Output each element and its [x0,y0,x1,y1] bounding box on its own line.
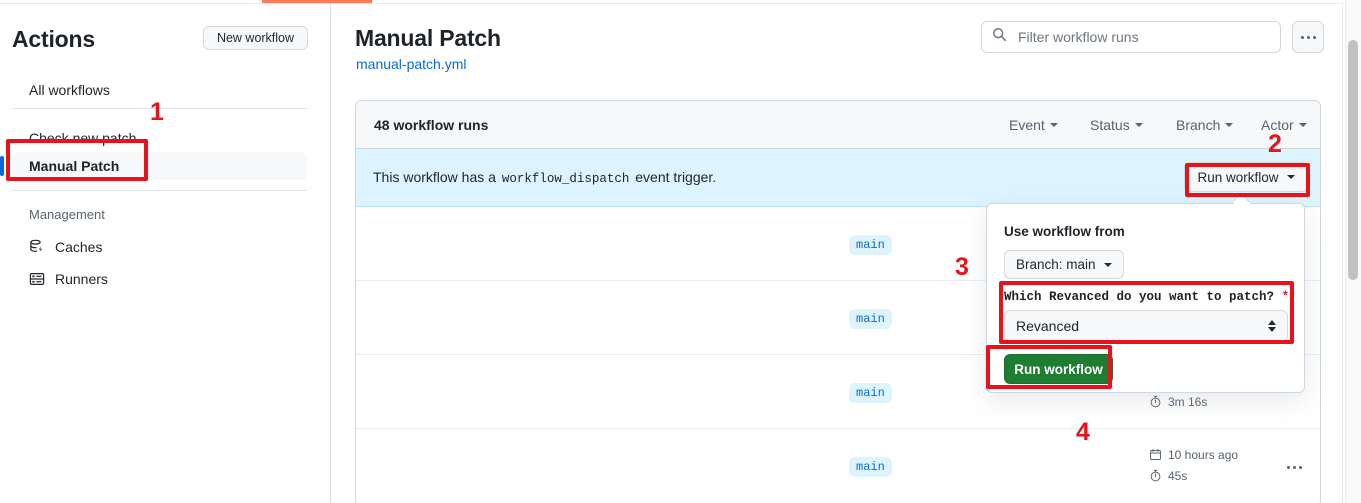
branch-select-label: Branch: main [1016,257,1096,272]
branch-badge[interactable]: main [849,235,892,255]
run-meta: 3m 16s [1149,370,1279,412]
sidebar-item-label: Manual Patch [29,158,120,174]
patch-select-value: Revanced [1016,318,1080,334]
run-workflow-dropdown-button[interactable]: Run workflow [1184,162,1308,192]
page-title: Manual Patch [355,25,501,51]
table-row[interactable]: main 3m 16s [356,355,1320,429]
table-row[interactable]: main [356,281,1320,355]
cache-icon [29,239,45,255]
sidebar-item-all-workflows[interactable]: All workflows [12,76,307,104]
search-input[interactable] [1016,28,1271,46]
sidebar-divider-2 [12,190,307,191]
run-updated-text: 10 hours ago [1168,447,1239,462]
filter-event[interactable]: Event [1009,117,1058,133]
stopwatch-icon [1149,469,1162,482]
run-duration: 3m 16s [1149,391,1279,412]
chevron-down-icon [1286,175,1295,179]
filter-actor[interactable]: Actor [1261,117,1307,133]
filter-status[interactable]: Status [1090,117,1143,133]
runs-count-label: 48 workflow runs [374,116,489,133]
dispatch-event-code: workflow_dispatch [501,172,630,186]
patch-input-label-text: Which Revanced do you want to patch? [1004,290,1275,304]
content-edge-divider [1342,4,1343,503]
workflow-dispatch-banner: This workflow has a workflow_dispatch ev… [356,149,1320,207]
filter-label: Event [1009,116,1045,133]
sidebar-item-check-new-patch[interactable]: Check new patch [12,124,307,152]
patch-input-label: Which Revanced do you want to patch? * [1004,290,1289,304]
runners-icon [29,271,45,287]
filter-branch[interactable]: Branch [1176,116,1234,133]
table-row[interactable]: main [356,207,1320,281]
run-workflow-button-label: Run workflow [1197,169,1279,185]
kebab-horizontal-icon [1286,465,1302,469]
dispatch-text-after: event trigger. [635,169,717,185]
filter-label: Status [1090,116,1130,133]
dropdown-caret-icon [1234,195,1250,204]
sidebar-item-label: All workflows [29,82,110,98]
run-duration-text: 3m 16s [1168,394,1208,409]
branch-badge[interactable]: main [849,383,892,403]
stopwatch-icon [1149,395,1162,408]
chevron-down-icon [1049,122,1058,127]
search-icon [992,27,1007,47]
run-meta: 10 hours ago 45s [1149,444,1279,486]
management-section-title: Management [29,207,105,222]
dispatch-banner-text: This workflow has a workflow_dispatch ev… [373,169,716,186]
required-marker: * [1281,290,1290,304]
run-duration-text: 45s [1168,468,1188,483]
sidebar-divider-1 [12,108,307,109]
chevron-down-icon [1103,262,1112,267]
more-options-button[interactable] [1292,21,1324,53]
run-duration: 45s [1149,465,1279,486]
branch-badge[interactable]: main [849,309,892,329]
sidebar-item-label: Check new patch [29,130,137,146]
sidebar-item-manual-patch[interactable]: Manual Patch [0,152,307,180]
sidebar-main-divider [330,4,331,503]
table-row[interactable]: main 10 hours ago [356,429,1320,503]
workflow-file-link[interactable]: manual-patch.yml [356,56,467,72]
run-updated: 10 hours ago [1149,444,1279,465]
page-scrollbar-thumb[interactable] [1348,40,1358,280]
page-load-progress-bar [262,0,372,3]
sidebar-title: Actions [12,26,95,52]
filter-label: Actor [1261,116,1294,133]
runs-header: 48 workflow runs Event Status Branch Act… [356,101,1320,149]
patch-select-input[interactable]: Revanced [1004,310,1288,342]
row-more-options-button[interactable] [1284,457,1304,477]
sidebar-item-label: Runners [55,271,108,287]
search-input-wrapper[interactable] [981,21,1281,53]
sidebar-item-label: Caches [55,239,103,255]
selected-indicator [0,156,4,176]
submit-run-workflow-button[interactable]: Run workflow [1004,354,1113,384]
stepper-icon [1268,320,1276,332]
main-content: Manual Patch manual-patch.yml 48 workflo… [331,4,1342,503]
sidebar-item-runners[interactable]: Runners [29,271,108,287]
branch-select-button[interactable]: Branch: main [1004,250,1124,279]
kebab-horizontal-icon [1300,35,1316,39]
sidebar-item-caches[interactable]: Caches [29,239,102,255]
chevron-down-icon [1298,122,1307,127]
new-workflow-button[interactable]: New workflow [203,26,308,50]
use-workflow-from-label: Use workflow from [1004,224,1125,239]
run-workflow-dropdown-panel: Use workflow from Branch: main Which Rev… [986,203,1305,393]
chevron-down-icon [1225,122,1234,127]
actions-sidebar: Actions New workflow All workflows Check… [0,4,330,503]
calendar-icon [1149,448,1162,461]
branch-badge[interactable]: main [849,457,892,477]
filter-label: Branch [1176,116,1221,133]
header-divider [0,3,1361,4]
dispatch-text-before: This workflow has a [373,169,496,185]
chevron-down-icon [1134,122,1143,127]
